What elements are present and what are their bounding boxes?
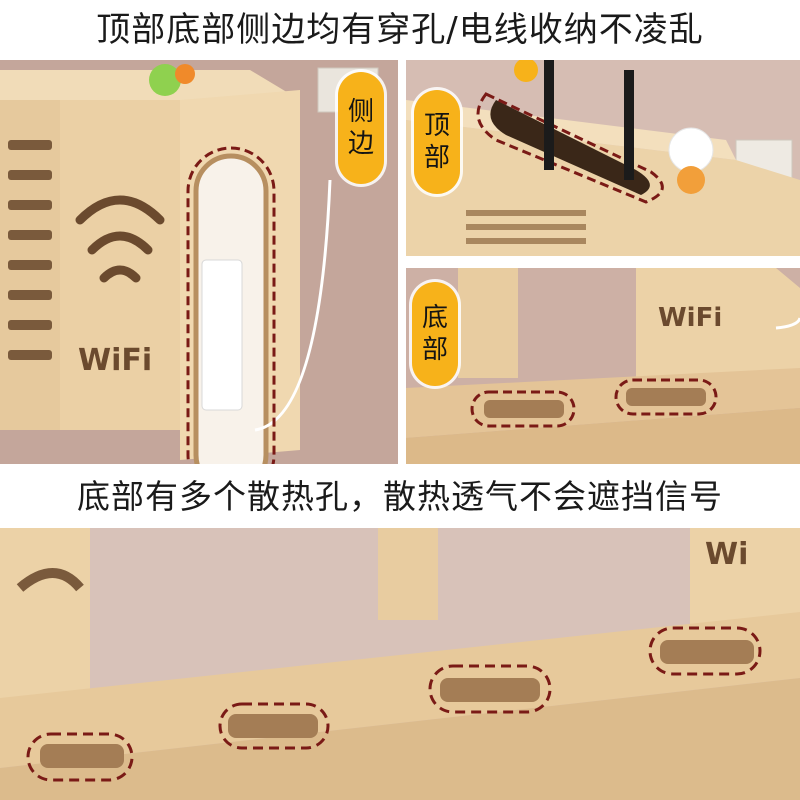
wifi-engraving: WiFi [658,303,722,333]
bottom-label-char-2: 部 [421,335,448,365]
side-label-badge: 侧 边 [338,72,384,184]
top-hole-illustration [406,60,800,256]
side-label-char-1: 侧 [347,96,374,127]
bottom-vents-illustration: Wi [0,528,800,800]
subheadline-caption: 底部有多个散热孔，散热透气不会遮挡信号 [77,477,723,516]
wifi-engraving: WiFi [78,343,152,378]
bottom-vents-closeup-photo: Wi [0,528,800,800]
side-hole-photo: WiFi 侧 边 [0,60,398,464]
bottom-hole-photo: WiFi 底 部 [406,268,800,464]
headline-caption: 顶部底部侧边均有穿孔/电线收纳不凌乱 [96,10,704,50]
bottom-label-char-1: 底 [421,302,448,333]
side-hole-illustration: WiFi [0,60,398,464]
top-hole-photo: 顶 部 [406,60,800,256]
side-label-char-2: 边 [347,129,374,159]
top-label-char-2: 部 [423,143,450,173]
top-label-badge: 顶 部 [414,90,460,194]
bottom-hole-illustration: WiFi [406,268,800,464]
wifi-engraving-partial: Wi [705,537,748,572]
bottom-label-badge: 底 部 [412,282,458,386]
top-label-char-1: 顶 [423,110,450,141]
